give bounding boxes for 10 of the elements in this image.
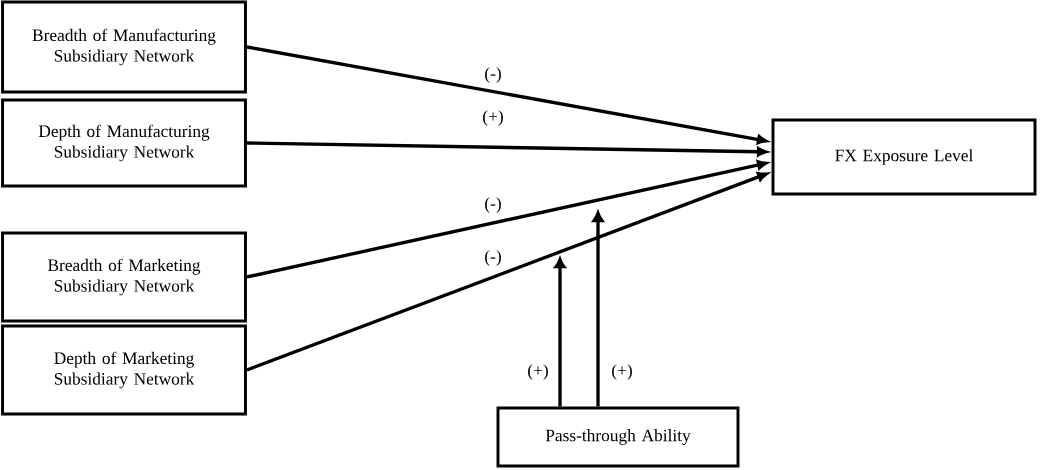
box: Breadth of Manufacturing Subsidiary Network [1,0,247,94]
box: FX Exposure Level [771,118,1037,196]
box: Depth of Manufacturing Subsidiary Network [1,98,247,188]
box: Pass-through Ability [496,406,740,468]
arrow [246,141,768,157]
edge-label: (+) [483,110,503,126]
box: Depth of Marketing Subsidiary Network [1,324,247,416]
arrow [246,45,768,145]
box: Breadth of Marketing Subsidiary Network [1,231,247,323]
edge-label: (-) [485,67,501,83]
